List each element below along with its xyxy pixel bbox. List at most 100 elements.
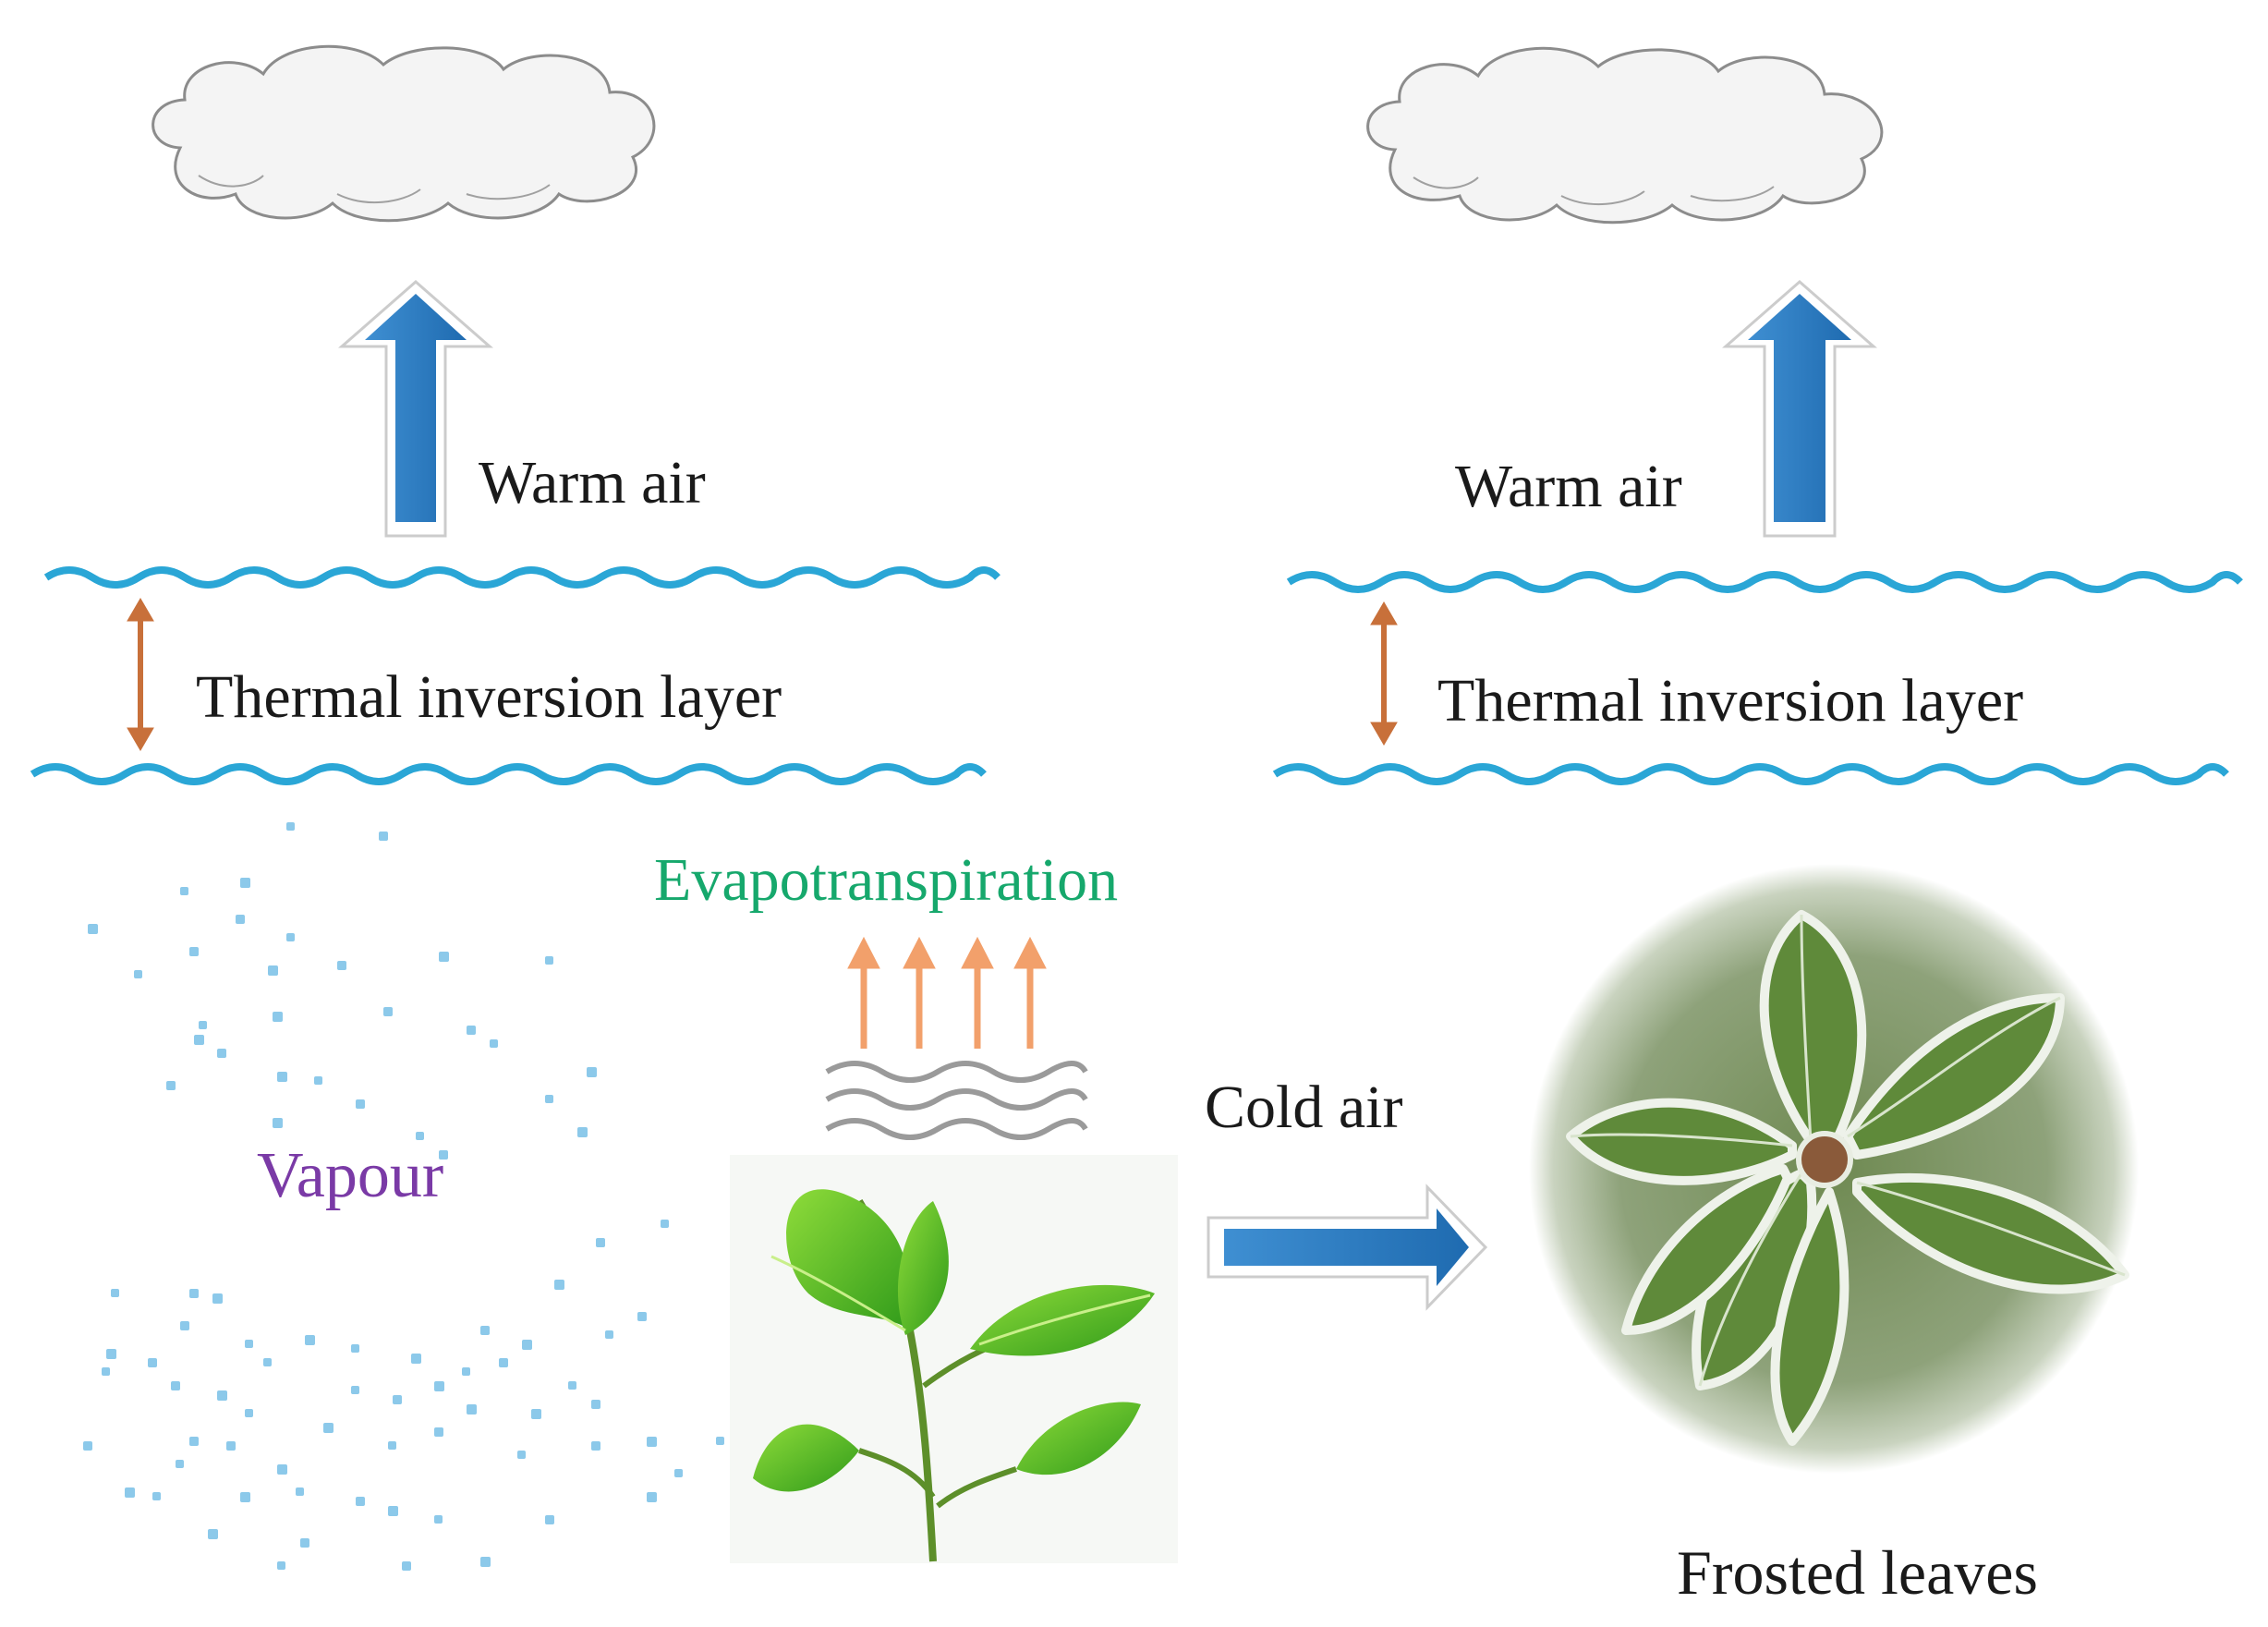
droplet-icon <box>545 1515 554 1524</box>
plant-icon <box>730 1155 1178 1563</box>
droplet-icon <box>545 956 553 965</box>
droplet-icon <box>277 1561 285 1570</box>
droplet-icon <box>166 1081 176 1090</box>
droplet-icon <box>568 1381 576 1390</box>
droplet-icon <box>393 1395 402 1404</box>
inversion-waves-right <box>1272 571 2243 785</box>
double-arrow-right-icon <box>1370 601 1398 746</box>
droplet-icon <box>531 1409 541 1419</box>
droplet-icon <box>434 1381 444 1391</box>
droplet-icon <box>199 1021 207 1029</box>
warm-air-label-right: Warm air <box>1455 453 1682 520</box>
droplet-icon <box>596 1238 605 1247</box>
droplet-icon <box>212 1293 223 1304</box>
droplet-icon <box>180 887 188 895</box>
droplet-icon <box>490 1039 498 1048</box>
droplet-icon <box>102 1367 110 1376</box>
droplet-icon <box>554 1280 564 1290</box>
droplet-icon <box>125 1487 135 1498</box>
droplet-icon <box>416 1132 424 1140</box>
droplet-icon <box>591 1441 600 1451</box>
droplet-icon <box>480 1557 491 1567</box>
droplet-icon <box>323 1423 334 1433</box>
droplet-icon <box>217 1390 227 1401</box>
droplet-icon <box>674 1469 683 1477</box>
droplet-icon <box>268 965 278 976</box>
vapour-label: Vapour <box>257 1140 444 1211</box>
droplet-icon <box>661 1220 669 1228</box>
cloud-right-icon <box>1366 46 1884 225</box>
cold-air-label: Cold air <box>1205 1074 1403 1141</box>
droplet-icon <box>83 1441 92 1451</box>
droplet-icon <box>439 952 449 962</box>
droplet-icon <box>88 924 98 934</box>
droplet-icon <box>379 832 388 841</box>
droplet-icon <box>467 1404 477 1415</box>
droplet-icon <box>245 1409 253 1417</box>
cloud-left-icon <box>152 44 656 223</box>
droplet-icon <box>226 1441 236 1451</box>
droplet-icon <box>439 1150 448 1160</box>
droplet-icon <box>240 878 250 888</box>
droplet-icon <box>462 1367 470 1376</box>
vapour-droplets <box>83 822 724 1571</box>
droplet-icon <box>434 1515 443 1524</box>
droplet-icon <box>194 1035 204 1045</box>
droplet-icon <box>356 1497 365 1506</box>
droplet-icon <box>351 1344 359 1353</box>
droplet-icon <box>273 1118 283 1128</box>
up-arrow-left-icon <box>338 280 493 538</box>
droplet-icon <box>434 1427 443 1437</box>
droplet-icon <box>245 1340 253 1348</box>
droplet-icon <box>647 1437 657 1447</box>
droplet-icon <box>208 1529 218 1539</box>
droplet-icon <box>286 933 295 941</box>
droplet-icon <box>176 1460 184 1468</box>
droplet-icon <box>647 1492 657 1502</box>
droplet-icon <box>402 1561 411 1571</box>
evapotranspiration-label: Evapotranspiration <box>654 846 1119 914</box>
droplet-icon <box>351 1386 359 1394</box>
droplet-icon <box>286 822 295 831</box>
droplet-icon <box>277 1072 287 1082</box>
droplet-icon <box>106 1349 116 1359</box>
droplet-icon <box>305 1335 315 1345</box>
droplet-icon <box>337 961 346 970</box>
droplet-icon <box>189 1437 199 1446</box>
droplet-icon <box>517 1451 526 1459</box>
droplet-icon <box>591 1400 600 1409</box>
droplet-icon <box>314 1076 322 1085</box>
droplet-icon <box>236 915 245 924</box>
inversion-layer-label-right: Thermal inversion layer <box>1437 667 2024 735</box>
droplet-icon <box>217 1049 226 1058</box>
droplet-icon <box>716 1437 724 1445</box>
droplet-icon <box>499 1358 508 1367</box>
droplet-icon <box>152 1492 161 1500</box>
droplet-icon <box>189 1289 199 1298</box>
double-arrow-left-icon <box>127 598 154 751</box>
droplet-icon <box>356 1099 365 1109</box>
droplet-icon <box>411 1354 421 1364</box>
frosted-leaves-label: Frosted leaves <box>1677 1537 2038 1608</box>
droplet-icon <box>480 1326 490 1335</box>
evapotranspiration-arrows <box>847 936 1047 1049</box>
heat-wave-icon <box>825 1061 1088 1140</box>
droplet-icon <box>134 970 142 978</box>
droplet-icon <box>637 1312 647 1321</box>
droplet-icon <box>522 1340 532 1350</box>
droplet-icon <box>263 1358 272 1366</box>
droplet-icon <box>388 1441 396 1450</box>
droplet-icon <box>273 1012 283 1022</box>
droplet-icon <box>240 1492 250 1502</box>
droplet-icon <box>383 1007 393 1016</box>
up-arrow-right-icon <box>1722 280 1877 538</box>
right-arrow-icon <box>1207 1184 1488 1311</box>
droplet-icon <box>171 1381 180 1390</box>
droplet-icon <box>467 1026 476 1035</box>
droplet-icon <box>189 947 199 956</box>
frosted-leaf-icon <box>1529 864 2139 1474</box>
droplet-icon <box>577 1127 588 1137</box>
droplet-icon <box>300 1538 309 1548</box>
droplet-icon <box>180 1321 189 1330</box>
inversion-waves-left <box>30 566 1001 785</box>
